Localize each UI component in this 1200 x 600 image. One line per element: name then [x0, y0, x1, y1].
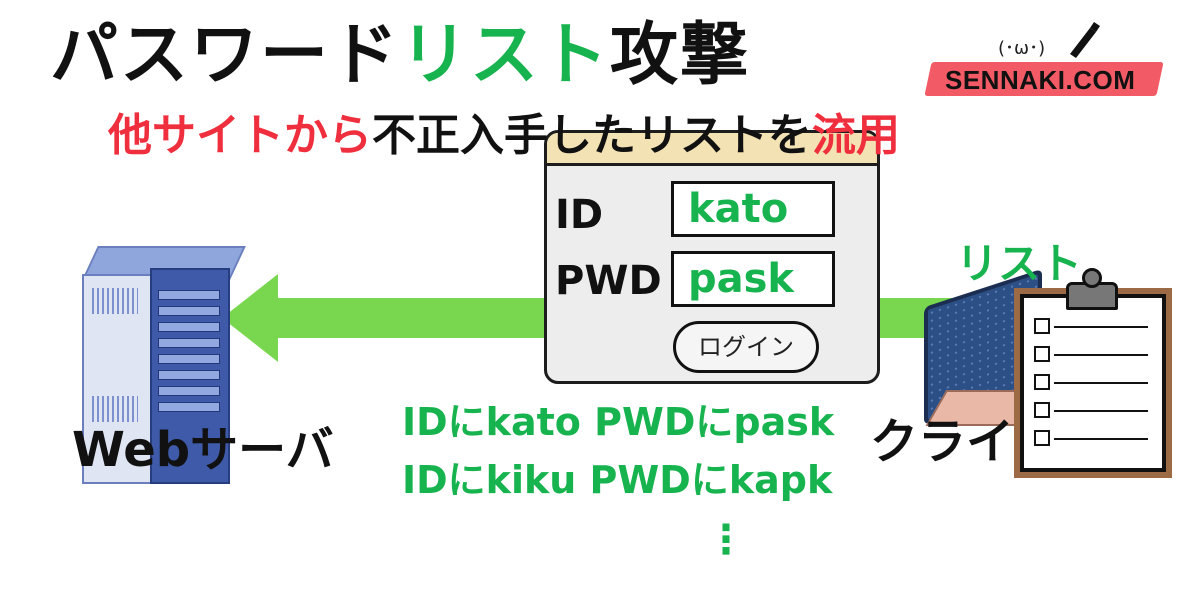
checkbox-icon — [1034, 346, 1050, 362]
pen-icon — [1070, 22, 1100, 58]
list-line — [1054, 354, 1148, 356]
arrow-head — [222, 274, 278, 362]
title-part-1: パスワード — [50, 16, 401, 95]
credential-line-2: IDにkiku PWDにkapk — [402, 458, 833, 502]
login-window: ID kato PWD pask ログイン — [544, 130, 880, 384]
server-drive-slot — [158, 370, 220, 380]
list-label: リスト — [956, 239, 1083, 288]
server-drive-slot — [158, 338, 220, 348]
id-label: ID — [555, 192, 604, 238]
list-line — [1054, 382, 1148, 384]
login-window-titlebar — [547, 133, 877, 166]
page-title: パスワードリスト攻撃 — [50, 8, 750, 104]
server-drive-slot — [158, 402, 220, 412]
list-line — [1054, 438, 1148, 440]
ellipsis: ⋮ — [706, 517, 746, 563]
list-line — [1054, 326, 1148, 328]
password-field[interactable]: pask — [671, 251, 835, 307]
server-drive-slot — [158, 306, 220, 316]
server-label: Webサーバ — [72, 422, 334, 478]
server-vent — [92, 288, 138, 314]
login-button[interactable]: ログイン — [673, 321, 819, 373]
brand-mascot: (･ω･) — [998, 38, 1046, 59]
server-drive-slot — [158, 322, 220, 332]
checkbox-icon — [1034, 318, 1050, 334]
server-drive-slot — [158, 354, 220, 364]
subtitle-part-2: 不正入手したリストを — [372, 110, 812, 161]
checkbox-icon — [1034, 430, 1050, 446]
title-part-2: リスト — [400, 16, 611, 95]
page-subtitle: 他サイトから不正入手したリストを流用 — [108, 108, 900, 164]
subtitle-part-3: 流用 — [812, 110, 900, 161]
credential-line-1: IDにkato PWDにpask — [402, 400, 835, 444]
checkbox-icon — [1034, 374, 1050, 390]
server-drive-slot — [158, 290, 220, 300]
server-drive-slot — [158, 386, 220, 396]
title-part-3: 攻撃 — [610, 16, 751, 95]
brand-name: SENNAKI.COM — [945, 65, 1136, 95]
pwd-label: PWD — [555, 258, 662, 304]
server-vent — [92, 396, 138, 422]
id-field[interactable]: kato — [671, 181, 835, 237]
checkbox-icon — [1034, 402, 1050, 418]
clipboard-clip-knob — [1082, 268, 1102, 288]
list-line — [1054, 410, 1148, 412]
subtitle-part-1: 他サイトから — [108, 110, 372, 161]
